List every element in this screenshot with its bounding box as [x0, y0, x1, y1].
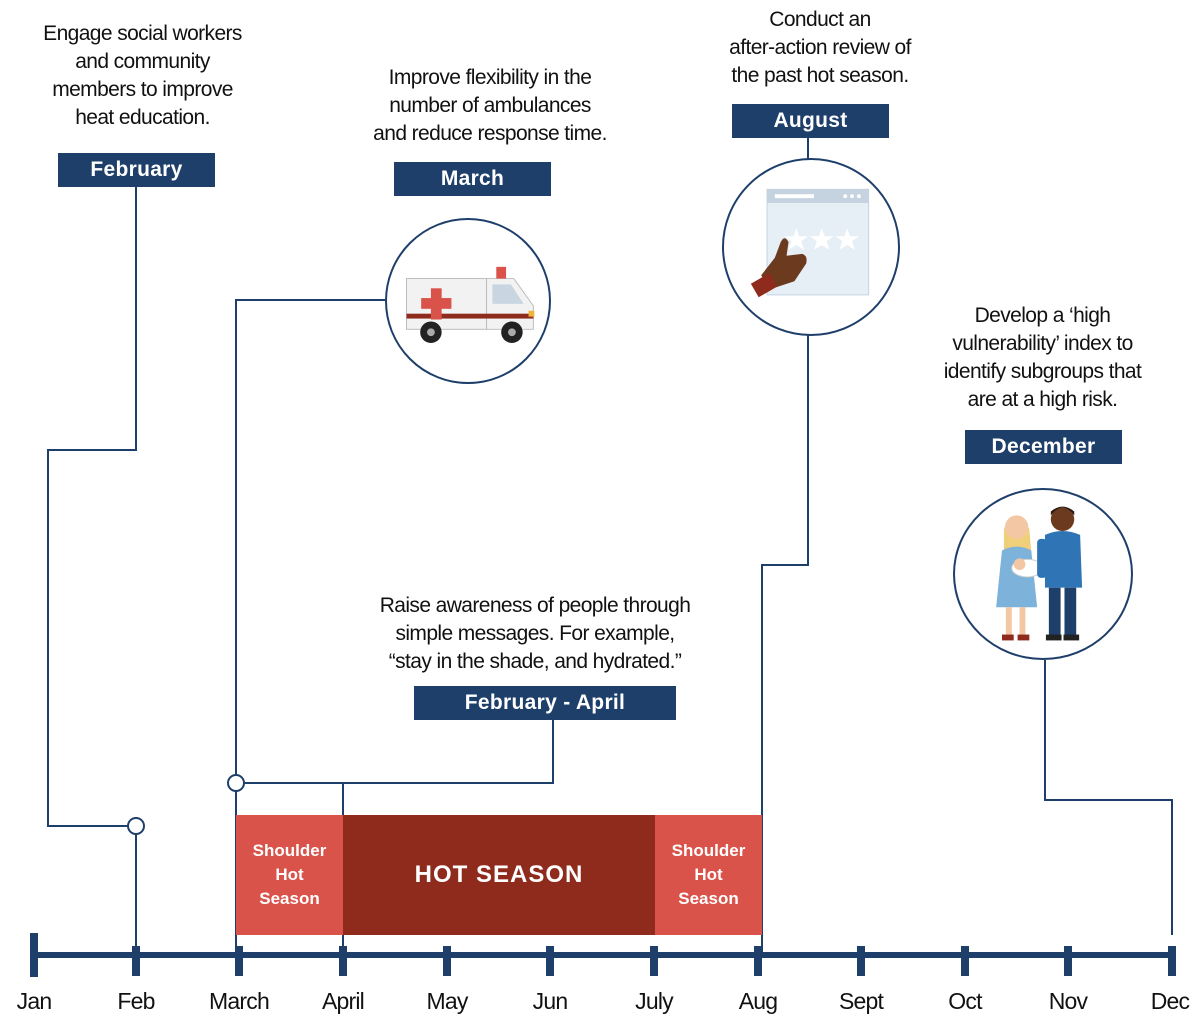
december-description: Develop a ‘high vulnerability’ index to … — [943, 304, 1142, 411]
march-tag: March — [394, 162, 551, 196]
month-label: Sept — [838, 988, 884, 1014]
march-description: Improve flexibility in the number of amb… — [373, 66, 607, 145]
axis-tick — [443, 946, 451, 976]
february-tag: February — [58, 153, 215, 187]
month-label: Oct — [948, 988, 982, 1014]
shoulder-season-before-label: Shoulder Hot Season — [252, 841, 327, 908]
month-label: Dec — [1150, 988, 1190, 1014]
axis-tick — [650, 946, 658, 976]
august-description: Conduct an after-action review of the pa… — [729, 8, 911, 87]
review-rating-icon — [722, 158, 900, 336]
connector-february-april — [236, 718, 554, 784]
axis-tick — [339, 946, 347, 976]
axis-tick — [1064, 946, 1072, 976]
connector-february — [47, 185, 137, 827]
marker-february — [127, 817, 145, 835]
axis-tick — [961, 946, 969, 976]
february-april-description: Raise awareness of people through simple… — [379, 594, 691, 673]
shoulder-season-after: Shoulder Hot Season — [655, 815, 762, 935]
month-label: March — [209, 988, 270, 1014]
axis-tick — [1168, 946, 1176, 976]
axis-tick — [30, 933, 38, 977]
month-label: Feb — [117, 988, 155, 1014]
month-label: Jun — [532, 988, 568, 1014]
shoulder-season-after-label: Shoulder Hot Season — [671, 841, 746, 908]
august-tag: August — [732, 104, 889, 138]
axis-tick — [754, 946, 762, 976]
connector-december — [1044, 660, 1173, 935]
ambulance-icon — [385, 218, 551, 384]
connector-august — [761, 137, 809, 955]
month-label: Nov — [1048, 988, 1088, 1014]
february-april-tag: February - April — [414, 686, 676, 720]
february-description: Engage social workers and community memb… — [43, 22, 242, 129]
month-label: Jan — [16, 988, 52, 1014]
axis-tick — [857, 946, 865, 976]
month-label: May — [426, 988, 468, 1014]
december-tag: December — [965, 430, 1122, 464]
family-icon — [953, 488, 1133, 660]
month-label: Aug — [738, 988, 778, 1014]
axis-tick — [546, 946, 554, 976]
shoulder-season-before: Shoulder Hot Season — [236, 815, 343, 935]
axis-tick — [235, 946, 243, 976]
marker-march — [227, 774, 245, 792]
month-label: July — [635, 988, 674, 1014]
connector-march — [235, 299, 385, 783]
month-label: April — [321, 988, 365, 1014]
axis-tick — [132, 946, 140, 976]
hot-season-label: HOT SEASON — [414, 861, 584, 888]
hot-season: HOT SEASON — [343, 815, 655, 935]
